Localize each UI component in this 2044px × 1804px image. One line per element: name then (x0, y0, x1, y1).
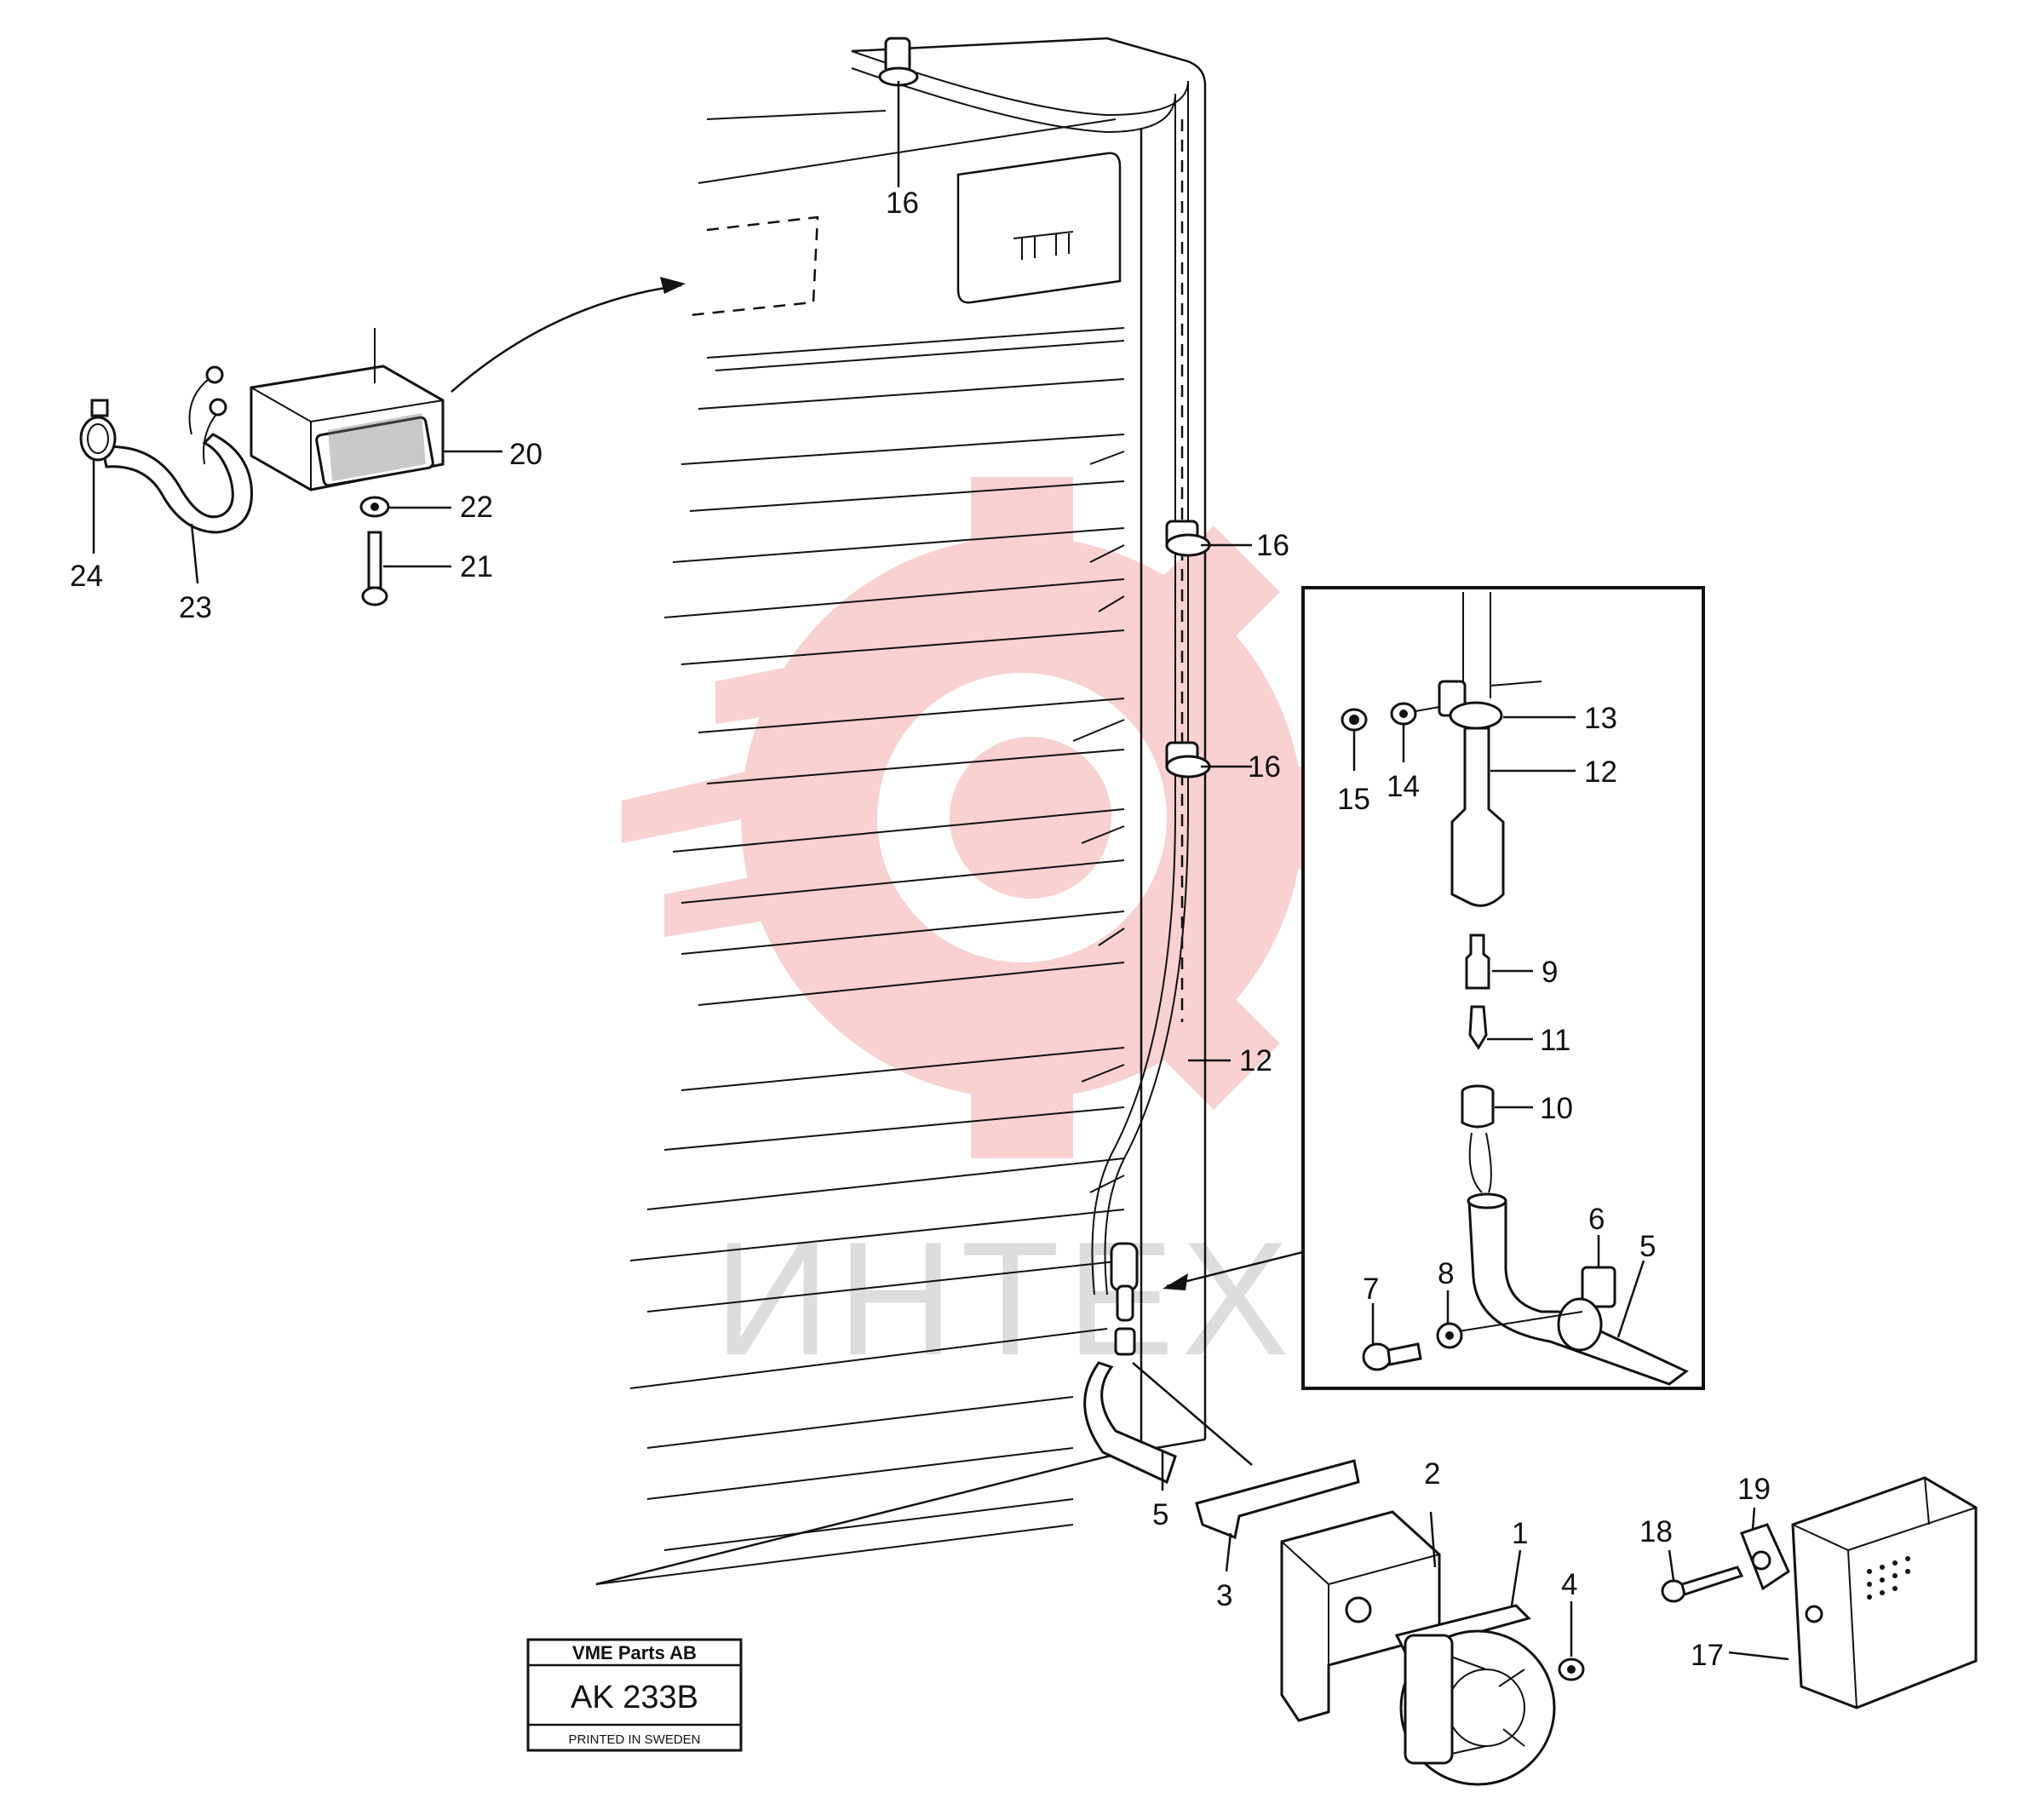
callout-23: 23 (179, 591, 212, 624)
callout-9: 9 (1542, 956, 1558, 989)
cover-2 (1280, 1510, 1441, 1722)
watermark-logo (622, 477, 1371, 1158)
stamp-printed: PRINTED IN SWEDEN (568, 1732, 700, 1747)
cover-17 (1791, 1476, 1978, 1709)
callout-4: 4 (1561, 1568, 1577, 1601)
clip-16-mid (1165, 520, 1211, 557)
nut-4 (1558, 1657, 1585, 1681)
callout-12-inset: 12 (1584, 755, 1617, 789)
callout-21: 21 (460, 550, 493, 583)
detail-inset (1163, 586, 1705, 1390)
clip-24 (79, 399, 117, 462)
callout-12-panel: 12 (1239, 1044, 1272, 1077)
stamp-company: VME Parts AB (572, 1642, 697, 1663)
callout-5-inset: 5 (1639, 1230, 1656, 1263)
callout-18: 18 (1639, 1515, 1673, 1548)
washer-22 (359, 496, 390, 518)
callout-19: 19 (1737, 1473, 1771, 1506)
arrow-to-panel (451, 284, 682, 393)
screw-18 (1661, 1566, 1744, 1603)
callout-10: 10 (1540, 1092, 1573, 1125)
callout-3: 3 (1216, 1579, 1232, 1612)
clip-19 (1740, 1523, 1790, 1591)
callout-22: 22 (460, 491, 493, 524)
publisher-stamp: VME Parts AB AK 233B PRINTED IN SWEDEN (526, 1638, 743, 1752)
callout-16-mid: 16 (1256, 529, 1289, 562)
cable-23 (100, 365, 253, 534)
callout-15: 15 (1337, 783, 1370, 816)
callout-24: 24 (70, 560, 103, 593)
cable-harness (851, 50, 1189, 1296)
screw-21 (361, 531, 388, 606)
callout-13: 13 (1584, 702, 1617, 735)
callout-8: 8 (1438, 1257, 1454, 1290)
callout-20: 20 (509, 438, 543, 471)
bracket-3 (1195, 1459, 1360, 1540)
callout-1: 1 (1512, 1517, 1528, 1550)
callout-16-low: 16 (1248, 750, 1281, 784)
callout-17: 17 (1691, 1639, 1724, 1672)
callout-14: 14 (1387, 770, 1420, 803)
callout-11: 11 (1540, 1024, 1570, 1057)
clip-16-low (1165, 741, 1211, 778)
callout-16-top: 16 (886, 187, 919, 220)
leader-lines (92, 81, 1789, 1661)
callout-6: 6 (1588, 1203, 1605, 1236)
cable-5 (1083, 1361, 1177, 1485)
callout-2: 2 (1424, 1457, 1440, 1491)
callout-5: 5 (1152, 1498, 1168, 1531)
lamp-20 (250, 328, 445, 491)
stamp-code: AK 233B (571, 1680, 698, 1715)
watermark-text: ИНТЕХ (714, 1209, 1295, 1389)
callout-7: 7 (1363, 1273, 1379, 1306)
vehicle-side-panel (595, 37, 1207, 1586)
callout-labels: 16 20 22 21 24 23 16 16 13 15 14 12 9 11… (70, 187, 1771, 1672)
cable-connector (1110, 1242, 1139, 1356)
alarm-1 (1394, 1604, 1556, 1786)
clip-16-top (878, 37, 919, 87)
